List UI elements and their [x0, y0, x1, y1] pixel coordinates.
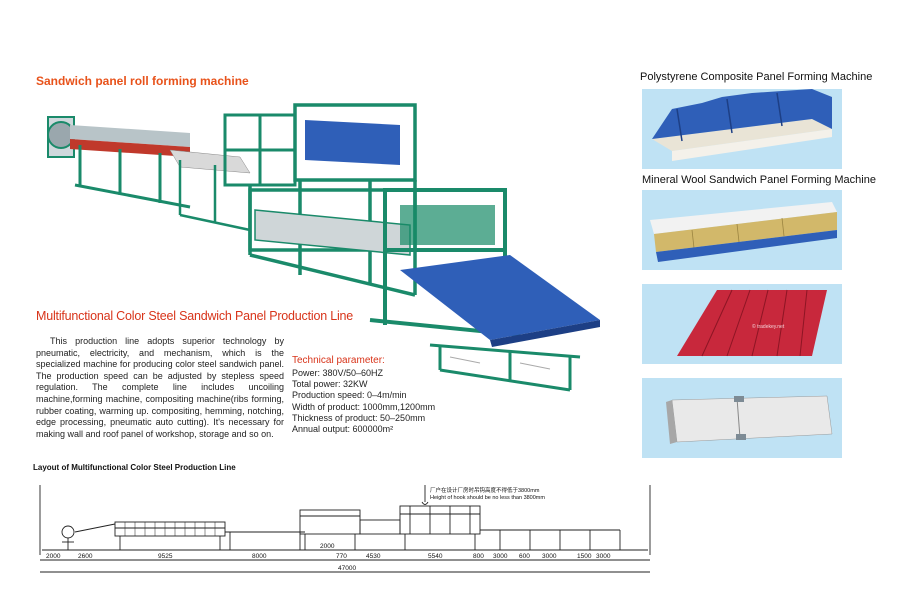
polystyrene-panel-image [642, 89, 842, 169]
dim-9: 3000 [493, 553, 508, 560]
forming-machine [70, 125, 251, 232]
uncoiler [47, 116, 75, 158]
watermark: © tradekey.net [752, 323, 785, 330]
layout-note-en: Height of hook should be no less than 38… [430, 495, 545, 501]
dim-2: 9525 [158, 553, 173, 560]
tech-power: Power: 380V/50–60HZ [292, 368, 384, 378]
dim-11: 3000 [542, 553, 557, 560]
layout-note-cn: 厂户在设计厂房时吊钩高度不得低于3800mm [430, 486, 540, 494]
output-table [400, 255, 600, 392]
compositing-machine [223, 103, 521, 337]
dim-5: 770 [336, 553, 347, 560]
description-paragraph: This production line adopts superior tec… [36, 336, 284, 439]
dim-13: 3000 [596, 553, 611, 560]
main-title: Sandwich panel roll forming machine [36, 74, 249, 88]
roof-panel-image: © tradekey.net [642, 284, 842, 364]
polystyrene-title: Polystyrene Composite Panel Forming Mach… [640, 71, 873, 83]
mineral-wool-panel-image [642, 190, 842, 270]
tech-width: Width of product: 1000mm,1200mm [292, 401, 436, 412]
dim-3: 8000 [252, 553, 267, 560]
dim-8: 800 [473, 553, 484, 560]
eps-panel-image [642, 378, 842, 458]
technical-title: Technical parameter: [292, 355, 385, 366]
technical-parameters: Technical parameter: Power: 380V/50–60HZ… [292, 355, 492, 435]
layout-drawing: 厂户在设计厂房时吊钩高度不得低于3800mm Height of hook sh… [39, 485, 651, 573]
dim-4: 2000 [320, 543, 335, 550]
tech-speed: Production speed: 0–4m/min [292, 390, 407, 401]
tech-annual-output: Annual output: 600000m² [292, 424, 394, 435]
dim-10: 600 [519, 553, 530, 560]
dim-total: 47000 [338, 565, 356, 572]
dim-12: 1500 [577, 553, 592, 560]
tech-total-power: Total power: 32KW [292, 379, 368, 390]
mineral-wool-title: Mineral Wool Sandwich Panel Forming Mach… [642, 174, 876, 186]
layout-title: Layout of Multifunctional Color Steel Pr… [33, 463, 236, 472]
section-title: Multifunctional Color Steel Sandwich Pan… [36, 309, 354, 323]
production-line-illustration [47, 103, 600, 392]
dim-0: 2000 [46, 553, 61, 560]
dim-1: 2600 [78, 553, 93, 560]
tech-thickness: Thickness of product: 50–250mm [292, 412, 426, 423]
dim-6: 4530 [366, 553, 381, 560]
dim-7: 5540 [428, 553, 443, 560]
